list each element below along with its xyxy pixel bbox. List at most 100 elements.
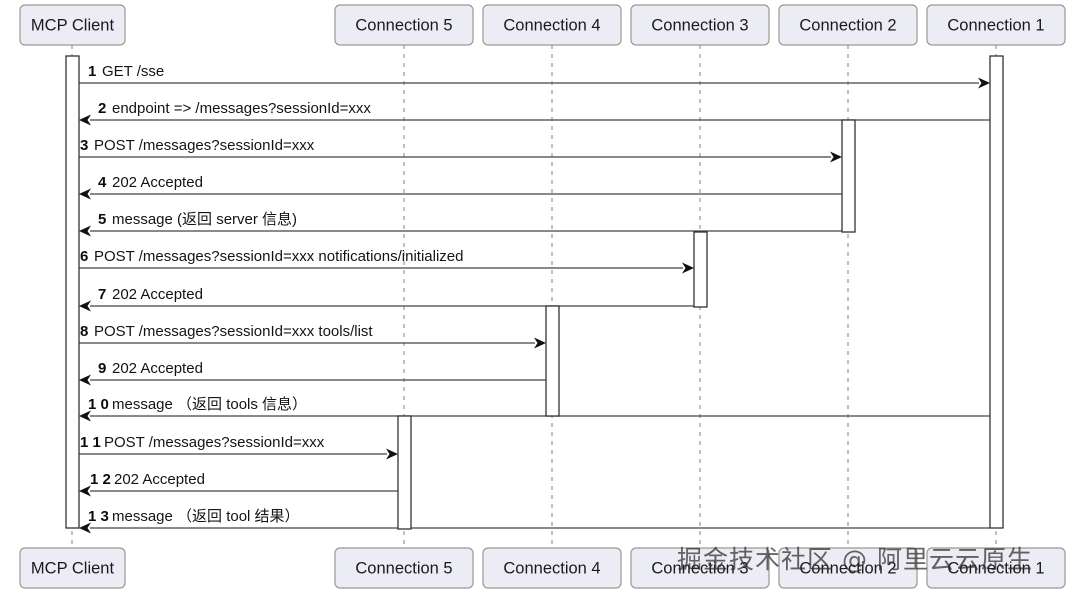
participant-footer-connection-3[interactable]: Connection 3 — [630, 547, 770, 589]
participant-label: Connection 4 — [503, 16, 600, 34]
participant-label: Connection 4 — [503, 559, 600, 577]
activation-bar-mcp-client — [65, 55, 80, 529]
participant-box — [778, 4, 918, 46]
participant-label: Connection 1 — [947, 16, 1044, 34]
message-label: 202 Accepted — [112, 360, 203, 377]
message-arrowhead — [79, 410, 91, 422]
participant-footer-connection-1[interactable]: Connection 1 — [926, 547, 1066, 589]
message-label: 202 Accepted — [112, 286, 203, 303]
message-arrowhead — [79, 374, 91, 386]
participant-label: Connection 3 — [651, 16, 748, 34]
message-sequence-number: 3 — [80, 137, 88, 154]
participant-footer-connection-4[interactable]: Connection 4 — [482, 547, 622, 589]
participant-label: Connection 5 — [355, 559, 452, 577]
participant-header-connection-2[interactable]: Connection 2 — [778, 4, 918, 46]
participant-footers-layer: MCP Client Connection 5 Connection 4 Connec… — [19, 547, 1066, 589]
participant-box — [630, 547, 770, 589]
message-4[interactable]: 4 202 Accepted — [79, 174, 855, 200]
message-label: POST /messages?sessionId=xxx tools/list — [94, 323, 373, 340]
participant-label: MCP Client — [31, 16, 115, 34]
message-9[interactable]: 9 202 Accepted — [79, 360, 559, 386]
message-6[interactable]: 6 POST /messages?sessionId=xxx notificati… — [79, 248, 694, 274]
message-sequence-number: 9 — [98, 360, 106, 377]
message-arrowhead — [79, 300, 91, 312]
message-label: GET /sse — [102, 63, 164, 80]
participant-box — [19, 547, 126, 589]
participant-box — [19, 4, 126, 46]
participant-label: Connection 2 — [799, 16, 896, 34]
message-sequence-number: 4 — [98, 174, 107, 191]
participant-label: Connection 5 — [355, 16, 452, 34]
participant-box — [630, 4, 770, 46]
message-sequence-number: 1 1 — [80, 434, 101, 451]
message-sequence-number: 1 3 — [88, 508, 109, 525]
watermark-layer: 掘金技术社区 @ 阿里云云原生 — [677, 545, 1033, 574]
message-arrowhead — [79, 522, 91, 534]
participant-header-mcp-client[interactable]: MCP Client — [19, 4, 126, 46]
message-label: endpoint => /messages?sessionId=xxx — [112, 100, 371, 117]
message-label: POST /messages?sessionId=xxx — [104, 434, 325, 451]
message-arrowhead — [534, 337, 546, 349]
participant-box — [482, 4, 622, 46]
message-arrowhead — [79, 114, 91, 126]
participant-header-connection-1[interactable]: Connection 1 — [926, 4, 1066, 46]
message-sequence-number: 1 0 — [88, 396, 109, 413]
participant-box — [482, 547, 622, 589]
message-8[interactable]: 8 POST /messages?sessionId=xxx tools/list — [79, 323, 546, 349]
message-sequence-number: 6 — [80, 248, 88, 265]
message-label: 202 Accepted — [114, 471, 205, 488]
watermark: 掘金技术社区 @ 阿里云云原生 — [677, 545, 1033, 574]
message-label: message (返回 server 信息) — [112, 211, 297, 228]
participant-header-connection-4[interactable]: Connection 4 — [482, 4, 622, 46]
message-label: message （返回 tool 结果） — [112, 508, 300, 525]
participant-header-connection-5[interactable]: Connection 5 — [334, 4, 474, 46]
participant-headers-layer: MCP Client Connection 5 Connection 4 Connec… — [19, 4, 1066, 46]
participant-box — [334, 547, 474, 589]
participant-header-connection-3[interactable]: Connection 3 — [630, 4, 770, 46]
message-sequence-number: 7 — [98, 286, 106, 303]
message-label: POST /messages?sessionId=xxx — [94, 137, 315, 154]
message-arrowhead — [386, 448, 398, 460]
message-arrowhead — [978, 77, 990, 89]
message-sequence-number: 5 — [98, 211, 106, 228]
message-arrowhead — [79, 485, 91, 497]
activation-bar-connection-2 — [841, 119, 856, 233]
message-sequence-number: 8 — [80, 323, 88, 340]
message-arrowhead — [682, 262, 694, 274]
message-label: message （返回 tools 信息） — [112, 396, 307, 413]
participant-footer-connection-2[interactable]: Connection 2 — [778, 547, 918, 589]
activation-bar-connection-4 — [397, 415, 412, 530]
participant-box — [334, 4, 474, 46]
participant-box — [778, 547, 918, 589]
message-sequence-number: 1 — [88, 63, 96, 80]
participant-footer-connection-5[interactable]: Connection 5 — [334, 547, 474, 589]
message-7[interactable]: 7 202 Accepted — [79, 286, 707, 312]
message-sequence-number: 1 2 — [90, 471, 111, 488]
message-sequence-number: 2 — [98, 100, 106, 117]
participant-box — [926, 4, 1066, 46]
message-arrowhead — [79, 188, 91, 200]
participant-box — [926, 547, 1066, 589]
messages-layer: 1 GET /sse 2 endpoint => /messages?sessionI… — [79, 63, 990, 534]
message-3[interactable]: 3 POST /messages?sessionId=xxx — [79, 137, 842, 163]
message-2[interactable]: 2 endpoint => /messages?sessionId=xxx — [79, 100, 990, 126]
message-5[interactable]: 5 message (返回 server 信息) — [79, 211, 855, 237]
participant-label: Connection 3 — [651, 559, 748, 577]
activation-bar-connection-3 — [693, 231, 708, 308]
participant-label: Connection 1 — [947, 559, 1044, 577]
message-arrowhead — [79, 225, 91, 237]
message-label: 202 Accepted — [112, 174, 203, 191]
message-label: POST /messages?sessionId=xxx notificatio… — [94, 248, 464, 265]
activation-bars-layer — [65, 55, 1004, 530]
message-1[interactable]: 1 GET /sse — [79, 63, 990, 89]
message-arrowhead — [830, 151, 842, 163]
participant-label: MCP Client — [31, 559, 115, 577]
participant-label: Connection 2 — [799, 559, 896, 577]
participant-footer-mcp-client[interactable]: MCP Client — [19, 547, 126, 589]
